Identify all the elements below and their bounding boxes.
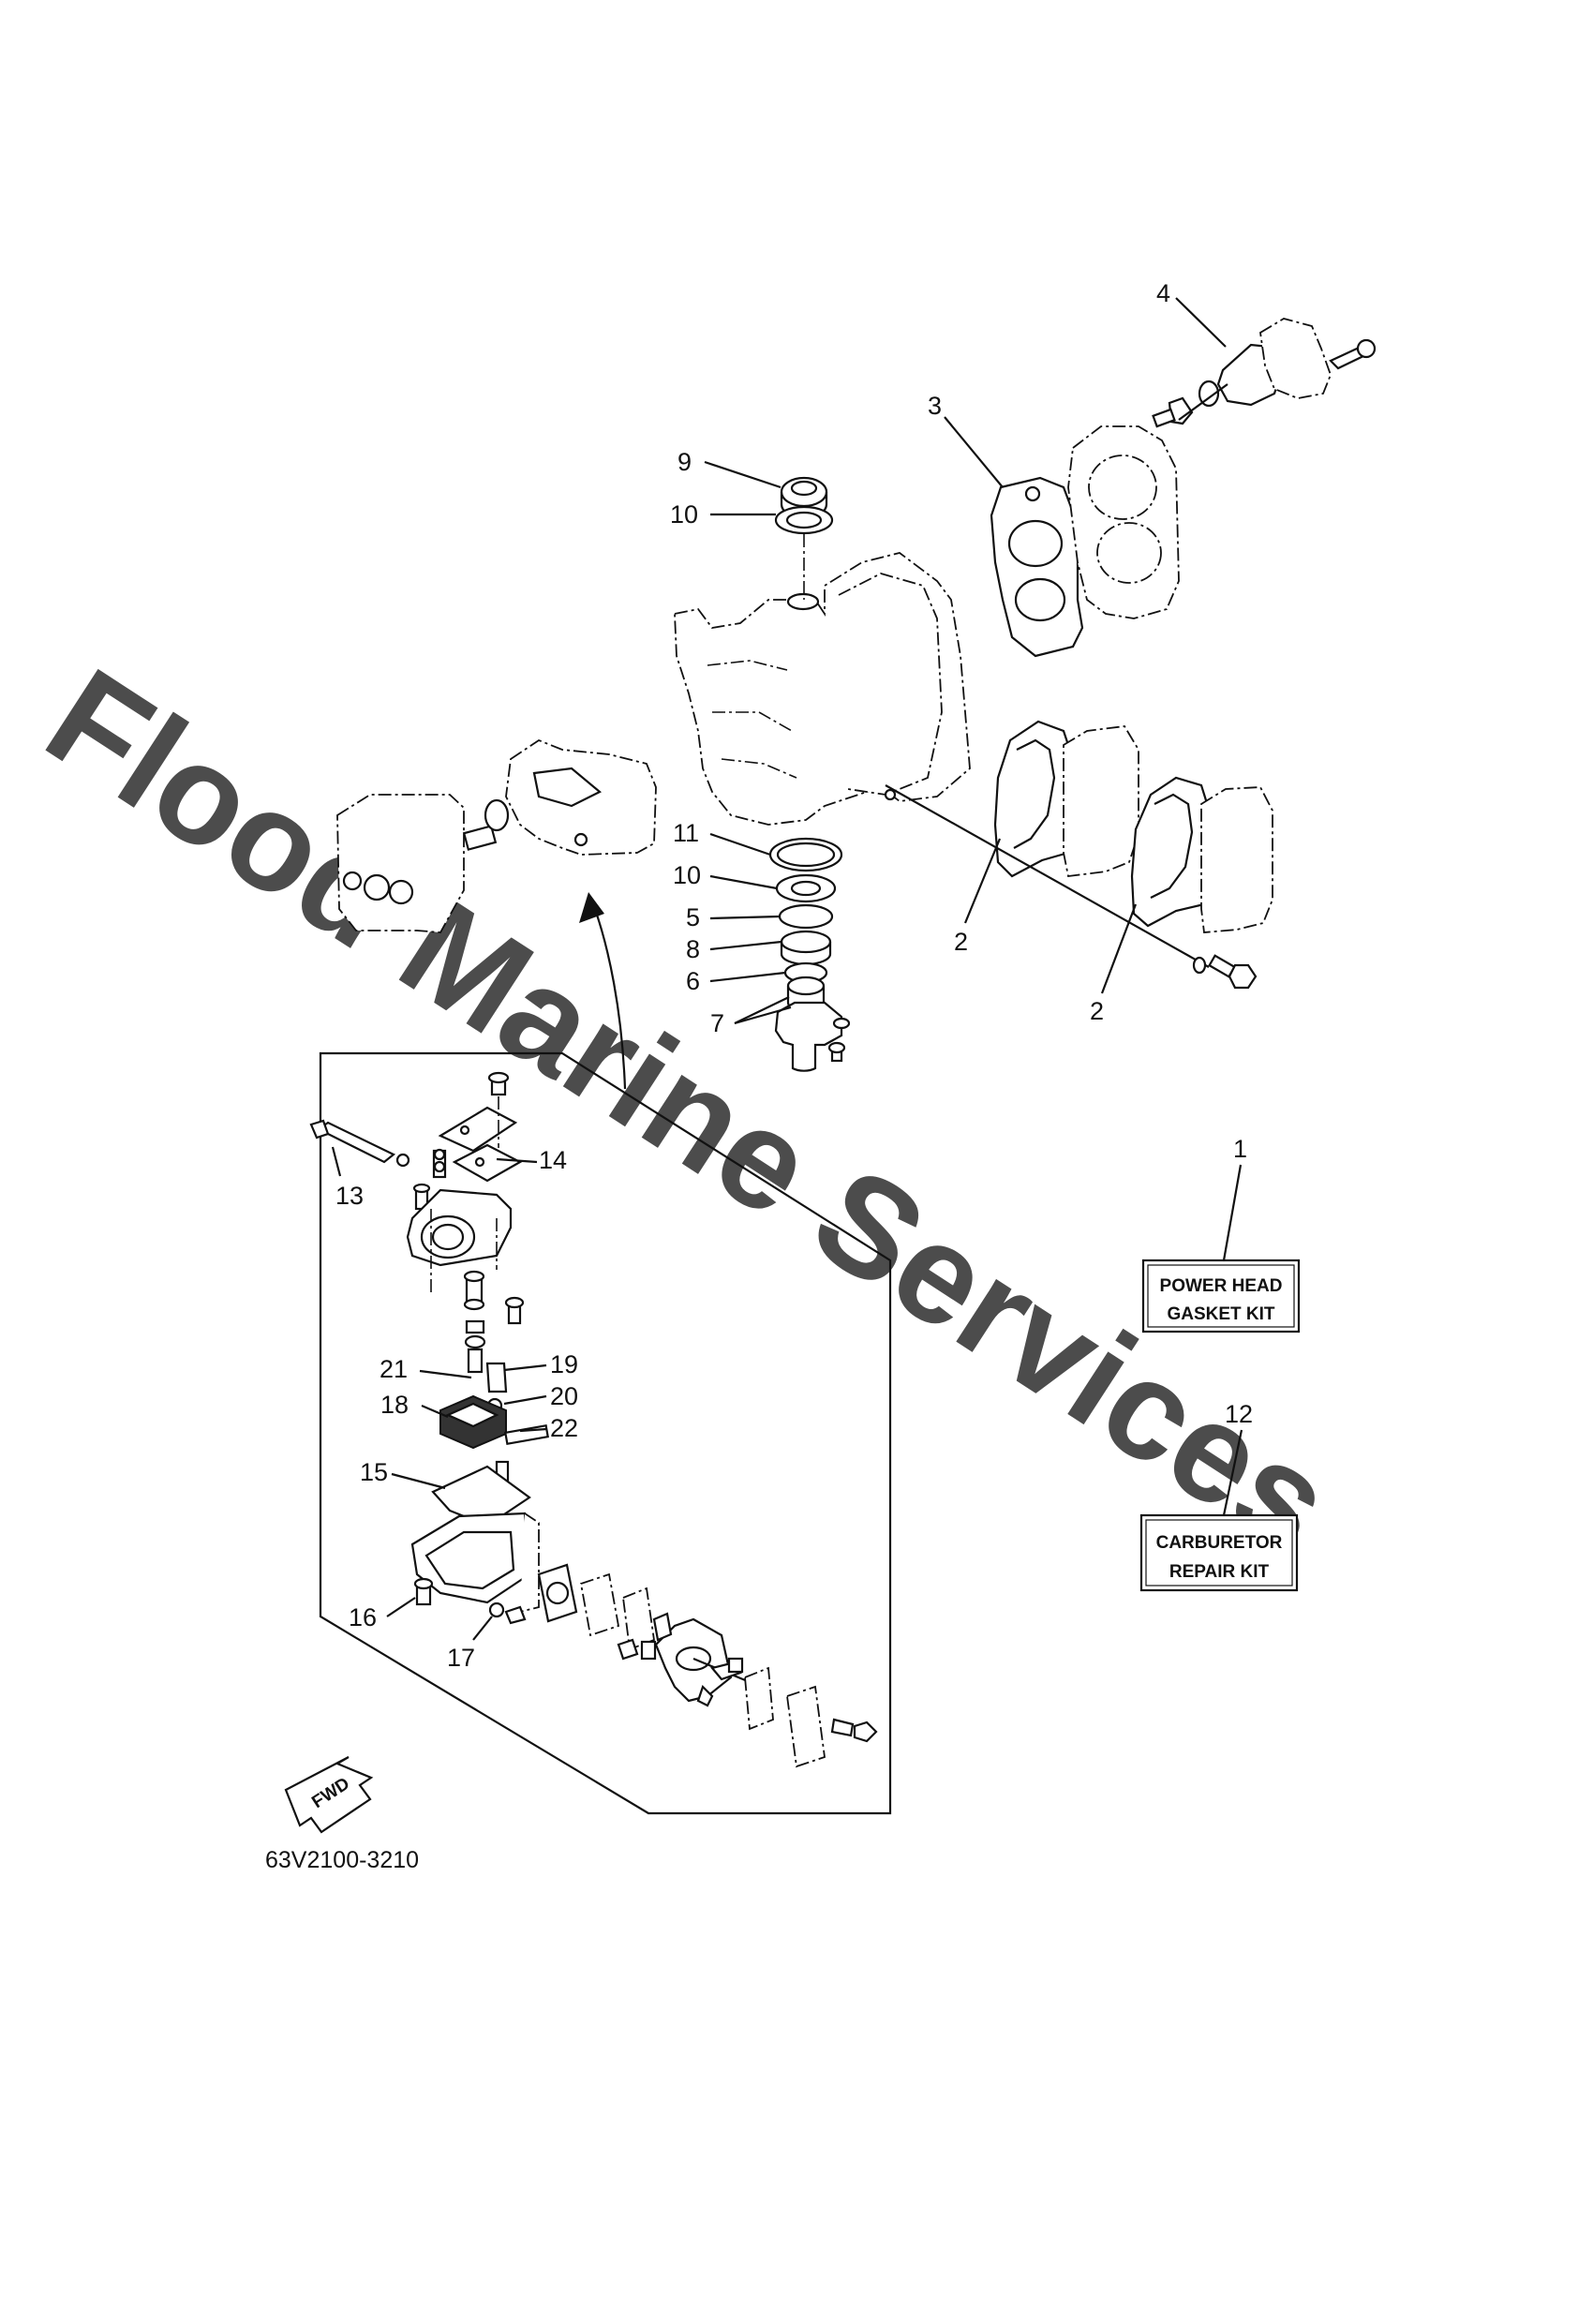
callout-8: 8	[686, 935, 700, 963]
kit-line-2: GASKET KIT	[1167, 1304, 1274, 1324]
callout-19: 19	[550, 1350, 578, 1378]
crankcase-block	[674, 552, 971, 826]
callout-14: 14	[539, 1146, 567, 1174]
callout-21: 21	[380, 1355, 408, 1383]
kit-line-1: POWER HEAD	[1160, 1276, 1283, 1296]
callout-leaders	[331, 297, 1227, 1641]
reed-plate-rear	[1200, 786, 1273, 933]
callout-3: 3	[928, 392, 942, 420]
callout-16: 16	[349, 1603, 377, 1631]
callout-17: 17	[447, 1644, 475, 1672]
callout-22: 22	[550, 1414, 578, 1442]
power-head-gasket-kit: 1 POWER HEAD GASKET KIT	[1141, 1135, 1301, 1333]
reed-plate-front	[1063, 725, 1139, 877]
callout-11: 11	[673, 819, 699, 847]
carburetor-location-arrow	[590, 901, 627, 1090]
callout-numbers: 4 3 9 10 11 10 5 8 6 7 2 2 14 13 21 19 2…	[335, 279, 1170, 1672]
callout-4: 4	[1156, 279, 1170, 307]
callout-2-left: 2	[954, 928, 968, 956]
thermostat-group	[1152, 318, 1377, 428]
callout-13: 13	[335, 1182, 364, 1210]
carburetor-body-assembly	[505, 738, 657, 856]
callout-15: 15	[360, 1458, 388, 1486]
callout-10-bottom: 10	[673, 861, 701, 889]
callout-10-top: 10	[670, 500, 698, 529]
watermark: Flood Marine Services	[22, 638, 1359, 1583]
callout-1: 1	[1233, 1135, 1247, 1163]
callout-18: 18	[380, 1391, 409, 1419]
callout-6: 6	[686, 967, 700, 995]
intake-silencer	[336, 794, 510, 933]
kit-line-2: REPAIR KIT	[1169, 1562, 1270, 1582]
bolt-centerline	[885, 784, 1210, 968]
carburetor-repair-kit: 12 CARBURETOR REPAIR KIT	[1139, 1400, 1299, 1592]
callout-7: 7	[710, 1009, 724, 1037]
bolt-bottom-right	[1192, 954, 1258, 990]
callout-5: 5	[686, 903, 700, 931]
oil-seal-top	[780, 476, 828, 520]
fwd-direction-arrow: FWD	[284, 1756, 374, 1834]
callout-20: 20	[550, 1382, 578, 1410]
callout-2-right: 2	[1090, 997, 1104, 1025]
callout-12: 12	[1225, 1400, 1253, 1428]
callout-9: 9	[677, 448, 692, 476]
exhaust-cover	[1067, 425, 1180, 619]
exhaust-cover-gasket	[990, 476, 1084, 658]
carburetor-detail-frame	[319, 1051, 892, 1815]
carburetor-exploded	[309, 1071, 878, 1768]
diagram-part-number: 63V2100-3210	[265, 1847, 419, 1873]
lower-seal-stack	[768, 837, 851, 1072]
o-ring-top	[774, 505, 834, 535]
arrow-head	[579, 892, 604, 923]
kit-line-1: CARBURETOR	[1156, 1533, 1283, 1553]
